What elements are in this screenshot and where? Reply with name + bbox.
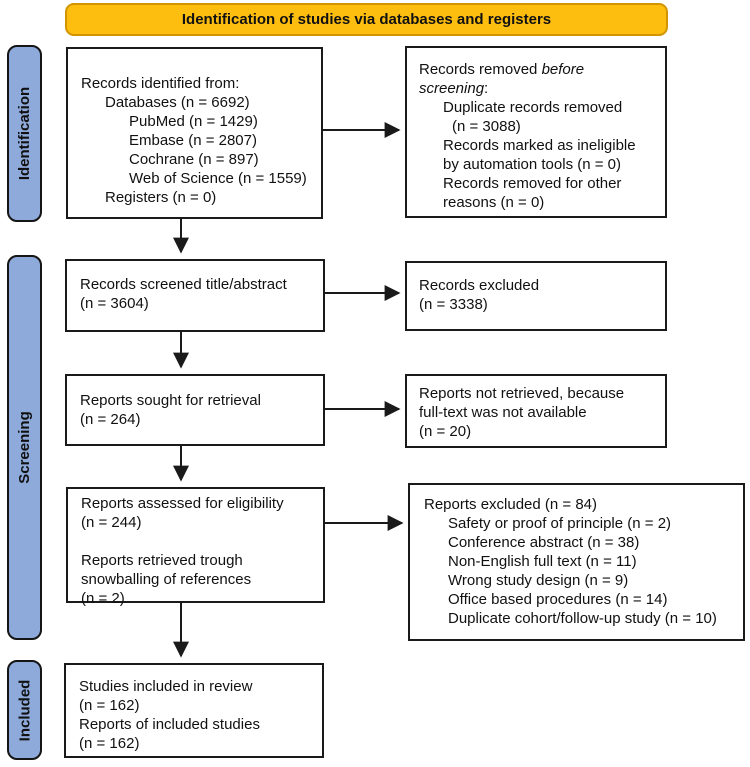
text-line: Reports of included studies: [79, 716, 260, 733]
stage-included: Included: [7, 660, 42, 760]
text-line: Non-English full text (n = 11): [448, 553, 637, 570]
text-line: Records screened title/abstract: [80, 276, 287, 293]
text-line: (n = 20): [419, 423, 472, 440]
text-line: Cochrane (n = 897): [129, 151, 259, 168]
text-line: Office based procedures (n = 14): [448, 591, 668, 608]
text-line: Records marked as ineligible: [443, 137, 636, 154]
text-line: (n = 244): [81, 514, 142, 531]
text-line: Duplicate cohort/follow-up study (n = 10…: [448, 610, 717, 627]
text-line: Reports excluded (n = 84): [424, 496, 598, 513]
box-studies-included: Studies included in review (n = 162) Rep…: [64, 663, 324, 758]
banner-label: Identification of studies via databases …: [181, 11, 552, 28]
text-line: Reports assessed for eligibility: [81, 495, 284, 512]
text-line: Safety or proof of principle (n = 2): [448, 515, 672, 532]
stage-screening: Screening: [7, 255, 42, 640]
box-reports-sought: Reports sought for retrieval (n = 264): [65, 374, 325, 446]
stage-identification: Identification: [7, 45, 42, 222]
box-reports-not-retrieved: Reports not retrieved, because full-text…: [405, 374, 667, 448]
stage-included-label: Included: [16, 679, 34, 741]
text-line: Records removed before: [419, 61, 585, 78]
text-line: Databases (n = 6692): [105, 94, 250, 111]
text-line: (n = 3604): [80, 295, 149, 312]
text-line: Records removed for other: [443, 175, 622, 192]
text-line: snowballing of references: [81, 571, 252, 588]
box-reports-excluded: Reports excluded (n = 84) Safety or proo…: [408, 483, 745, 641]
text-line: (n = 3088): [452, 118, 521, 135]
text-line: (n = 264): [80, 411, 141, 428]
text-line: Records identified from:: [81, 75, 240, 92]
box-records-screened: Records screened title/abstract (n = 360…: [65, 259, 325, 332]
text-line: Duplicate records removed: [443, 99, 623, 116]
box-records-removed-before-screening: Records removed before screening: Duplic…: [405, 46, 667, 218]
text-line: Conference abstract (n = 38): [448, 534, 640, 551]
text-line: Reports retrieved trough: [81, 552, 243, 569]
box-reports-assessed: Reports assessed for eligibility (n = 24…: [66, 487, 325, 607]
text-line: by automation tools (n = 0): [443, 156, 622, 173]
text-line: Web of Science (n = 1559): [129, 170, 307, 187]
text-line: Reports not retrieved, because: [419, 385, 625, 402]
stage-identification-label: Identification: [16, 86, 33, 181]
text-line: (n = 3338): [419, 296, 488, 313]
text-line: (n = 162): [79, 735, 140, 752]
box-records-identified: Records identified from: Databases (n = …: [66, 47, 323, 219]
paragraph-gap: [81, 532, 317, 551]
text-line: Reports sought for retrieval: [80, 392, 261, 409]
text-line: Wrong study design (n = 9): [448, 572, 629, 589]
text-line: reasons (n = 0): [443, 194, 545, 211]
text-line: full-text was not available: [419, 404, 587, 421]
text-line: screening:: [419, 80, 489, 97]
text-line: (n = 2): [81, 590, 125, 607]
box-records-excluded: Records excluded (n = 3338): [405, 261, 667, 331]
text-line: Registers (n = 0): [105, 189, 217, 206]
banner-identification-via-databases: Identification of studies via databases …: [65, 3, 668, 36]
text-line: Studies included in review: [79, 678, 253, 695]
text-line: (n = 162): [79, 697, 140, 714]
text-line: Embase (n = 2807): [129, 132, 257, 149]
text-line: PubMed (n = 1429): [129, 113, 258, 130]
text-line: Records excluded: [419, 277, 540, 294]
stage-screening-label: Screening: [16, 411, 33, 484]
